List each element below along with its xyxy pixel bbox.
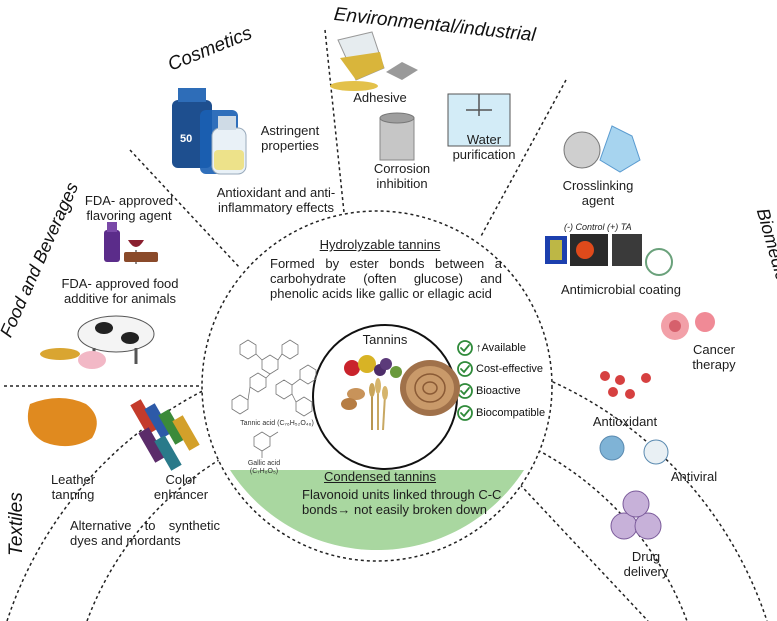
label-water: Water purification [452, 132, 516, 162]
label-flavoring: FDA- approved flavoring agent [84, 193, 174, 223]
label-astringent: Astringent properties [260, 123, 320, 153]
label-antimicrobial: Antimicrobial coating [561, 282, 681, 297]
check-marks [460, 344, 470, 418]
tannins-label: Tannins [362, 332, 408, 347]
label-crosslinking: Crosslinking agent [562, 178, 634, 208]
condensed-lower [238, 470, 516, 547]
label-leather: Leather tanning [50, 472, 96, 502]
tannic-acid-label: Tannic acid (C₇₆H₅₂O₄₆) [240, 420, 314, 427]
check-available: ↑Available [476, 342, 526, 354]
check-biocompatible: Biocompatible [476, 407, 546, 419]
label-bio-antioxidant: Antioxidant [592, 414, 658, 429]
label-cosmetic-antioxidant: Antioxidant and anti-inflammatory effect… [216, 185, 336, 215]
hydrolyzable-title: Hydrolyzable tannins [319, 237, 441, 252]
label-cancer: Cancer therapy [692, 342, 736, 372]
label-animal-additive: FDA- approved food additive for animals [61, 276, 179, 306]
tannin-sources-illustration [341, 355, 460, 431]
divider-cosmetics-environmental [324, 29, 346, 223]
condensed-title: Condensed tannins [323, 469, 437, 484]
label-control-ta: (-) Control (+) TA [564, 222, 632, 232]
label-antiviral: Antiviral [670, 469, 718, 484]
section-title-textiles: Textiles [6, 492, 27, 556]
label-corrosion: Corrosion inhibition [373, 161, 431, 191]
outer-fan-boundary [6, 345, 768, 621]
label-drug-delivery: Drug delivery [623, 549, 669, 579]
hydrolyzable-description: Formed by ester bonds between a carbohyd… [270, 256, 502, 301]
check-bioactive: Bioactive [476, 385, 521, 397]
label-alternative-dyes: Alternative to synthetic dyes and mordan… [70, 518, 220, 548]
label-color-enhancer: Color enhancer [153, 472, 209, 502]
check-cost-effective: Cost-effective [476, 363, 544, 375]
food-illustration [40, 222, 158, 369]
tannic-acid-structure [231, 339, 317, 417]
divider-food-cosmetics [129, 149, 241, 269]
cosmetic-bottles-illustration [172, 88, 247, 175]
environmental-illustration [330, 31, 511, 161]
biomedical-illustration [545, 125, 715, 540]
gallic-acid-structure [253, 431, 279, 458]
condensed-description: Flavonoid units linked through C-C bonds… [302, 487, 502, 517]
label-adhesive: Adhesive [353, 90, 407, 105]
textiles-illustration [27, 398, 200, 471]
gallic-acid-label: Gallic acid (C₇H₆O₅) [247, 460, 281, 475]
cosmetics-bottle-label: 50 [180, 133, 193, 145]
